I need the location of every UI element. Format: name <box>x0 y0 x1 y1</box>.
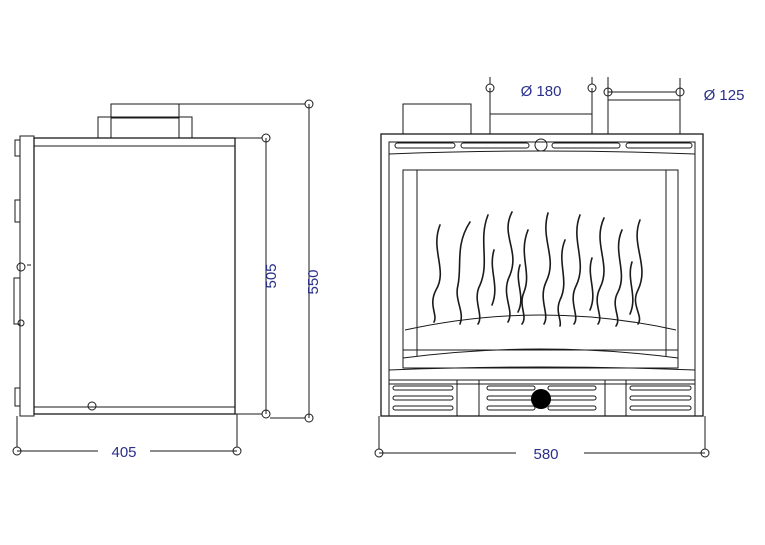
front-view <box>374 77 710 458</box>
side-body <box>33 137 236 415</box>
side-air-control <box>87 401 97 411</box>
dim-label-height-total: 550 <box>305 269 322 294</box>
front-top-knob <box>534 138 548 152</box>
front-right-collar <box>607 99 681 135</box>
side-flue-collar <box>110 103 180 119</box>
front-frame <box>380 133 704 417</box>
side-handle-knob <box>16 262 26 272</box>
front-flames <box>432 211 643 327</box>
side-handle <box>13 277 21 325</box>
dim-label-width: 580 <box>533 446 558 463</box>
front-bottom-left-panel <box>388 379 458 417</box>
front-air-control-knob <box>531 389 551 409</box>
front-large-collar <box>489 113 593 135</box>
front-bottom-right-panel <box>625 379 696 417</box>
dim-label-flue-125: Ø 125 <box>704 87 745 104</box>
side-view <box>12 99 314 456</box>
front-bottom-center-panel <box>478 379 606 417</box>
front-firebox <box>402 169 679 369</box>
dim-label-flue-180: Ø 180 <box>521 83 562 100</box>
side-flue-base <box>97 116 193 139</box>
dim-label-depth: 405 <box>111 444 136 461</box>
side-door-profile <box>19 135 35 417</box>
dim-label-height-inner: 505 <box>263 263 280 288</box>
front-small-collar <box>402 103 472 135</box>
